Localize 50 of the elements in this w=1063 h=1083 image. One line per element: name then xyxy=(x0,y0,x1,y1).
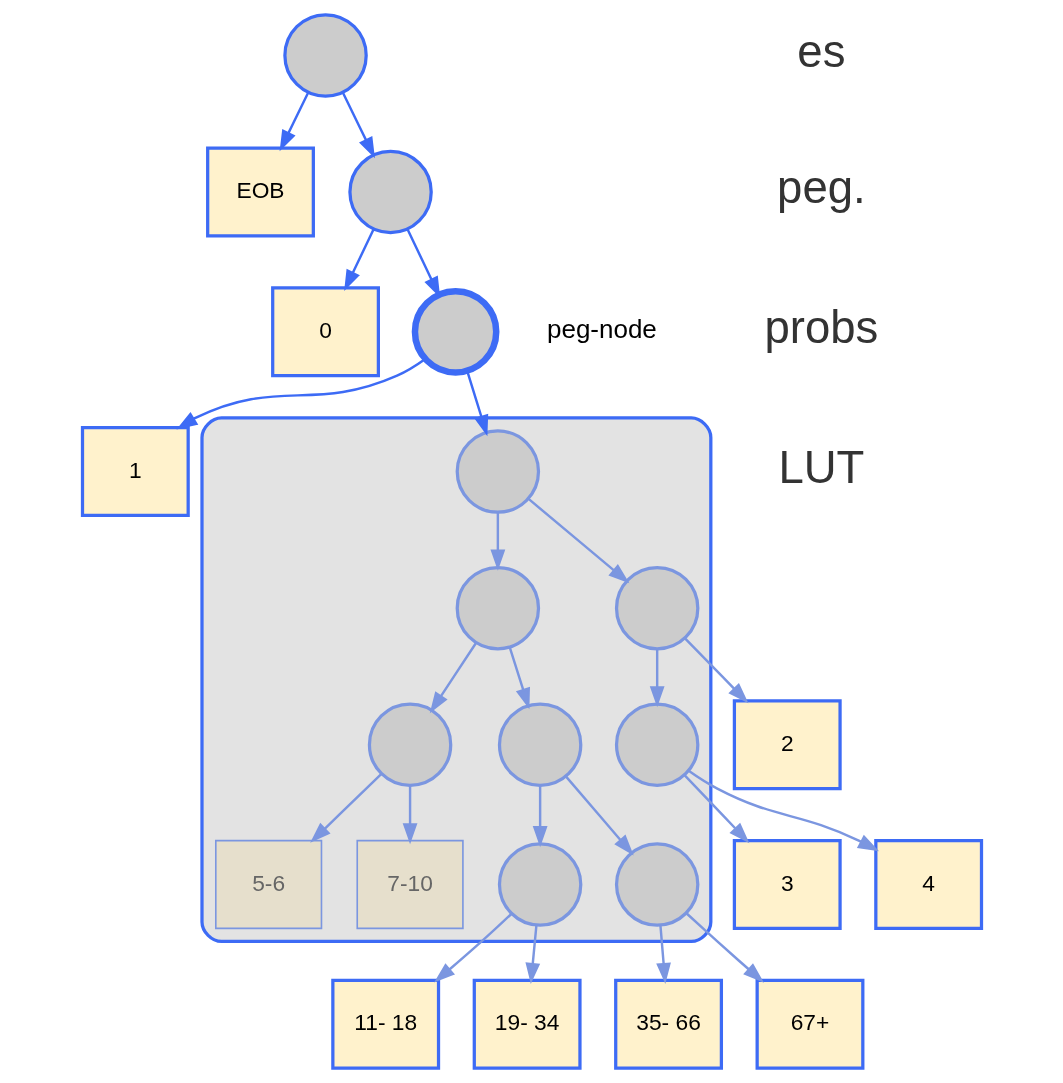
arrow xyxy=(683,637,748,704)
label: es xyxy=(796,25,845,77)
node-box: 7-10 xyxy=(355,839,464,930)
arrow xyxy=(683,774,749,844)
node-circle xyxy=(614,702,699,787)
arrow xyxy=(685,912,764,983)
arrow xyxy=(649,649,665,708)
node-box: 2 xyxy=(732,699,842,791)
label: probs xyxy=(763,302,878,354)
arrow xyxy=(655,925,671,985)
node-circle xyxy=(497,702,582,787)
arrow xyxy=(429,642,477,714)
arrow xyxy=(489,512,505,571)
node-box: 11- 18 xyxy=(330,978,440,1070)
node-box: 0 xyxy=(270,286,380,378)
node-box: 19- 34 xyxy=(472,978,582,1070)
arrow xyxy=(343,228,375,292)
node-box: 3 xyxy=(732,839,842,931)
node-circle xyxy=(614,565,699,651)
node-circle xyxy=(455,429,540,514)
node-box: 35- 66 xyxy=(613,978,723,1070)
arrow xyxy=(508,647,530,710)
node-circle xyxy=(497,842,582,927)
node-circle xyxy=(455,565,540,651)
arrow xyxy=(532,785,548,848)
label: LUT xyxy=(777,441,864,493)
node-box: 1 xyxy=(80,426,190,518)
arrow xyxy=(527,498,629,584)
arrow xyxy=(175,358,426,430)
arrow xyxy=(524,925,540,985)
node-circle xyxy=(614,842,699,927)
node-circle xyxy=(282,13,368,98)
node-label: peg-node xyxy=(546,313,657,344)
node-box: EOB xyxy=(205,146,315,238)
arrow xyxy=(564,775,634,856)
arrow xyxy=(687,769,879,852)
node-circle xyxy=(411,287,499,376)
arrow xyxy=(341,92,375,159)
node-box: 5-6 xyxy=(214,839,322,930)
label: peg. xyxy=(776,162,866,214)
arrow xyxy=(279,92,309,152)
node-box: 4 xyxy=(873,839,983,931)
node-circle xyxy=(367,702,452,787)
node-circle xyxy=(347,149,433,235)
arrow xyxy=(309,773,382,843)
arrow xyxy=(402,785,417,845)
arrow xyxy=(433,913,512,983)
arrow xyxy=(465,371,488,437)
node-box: 67+ xyxy=(755,978,864,1070)
cluster xyxy=(199,416,712,944)
